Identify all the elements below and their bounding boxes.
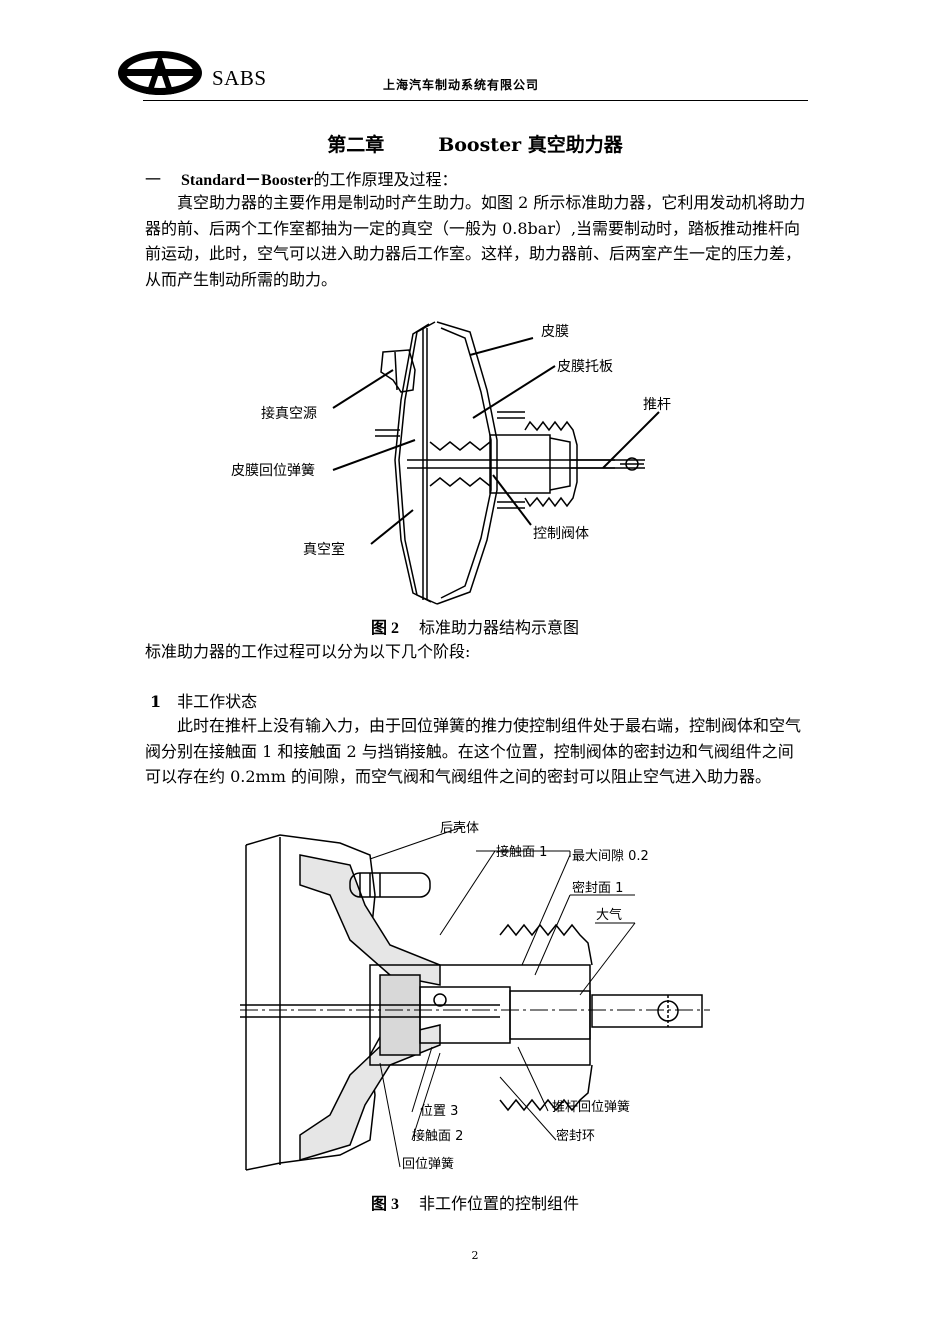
label-control-valve-body: 控制阀体 — [533, 526, 589, 542]
figure2-caption: 图 2 标准助力器结构示意图 — [0, 614, 950, 638]
section-title: 一 Standard－Booster的工作原理及过程： — [145, 166, 458, 190]
section-index: 一 — [145, 170, 162, 189]
stage1-number: 1 — [150, 692, 162, 711]
figure3-number: 图 3 — [370, 1196, 399, 1213]
label-max-gap: 最大间隙 0.2 — [572, 849, 649, 864]
section-title-rest: 的工作原理及过程： — [313, 170, 458, 189]
label-pushrod: 推杆 — [643, 397, 671, 413]
label-diaphragm: 皮膜 — [541, 324, 569, 340]
label-position-3: 位置 3 — [420, 1104, 458, 1119]
figure2-number: 图 2 — [370, 620, 399, 637]
figure3-title: 非工作位置的控制组件 — [419, 1194, 580, 1213]
label-rear-shell: 后壳体 — [440, 821, 479, 836]
label-pushrod-return-spring: 推杆回位弹簧 — [552, 1099, 630, 1115]
company-name: 上海汽车制动系统有限公司 — [383, 78, 540, 92]
chapter-number: 第二章 — [327, 134, 385, 156]
figure2-title: 标准助力器结构示意图 — [419, 618, 580, 637]
stages-intro: 标准助力器的工作过程可以分为以下几个阶段: — [145, 642, 471, 661]
label-seal-ring: 密封环 — [556, 1128, 595, 1144]
label-contact-surface-1: 接触面 1 — [496, 844, 547, 860]
chapter-title: 第二章 Booster 真空助力器 — [0, 130, 950, 157]
company-logo — [118, 51, 202, 95]
label-contact-surface-2: 接触面 2 — [412, 1128, 463, 1144]
chapter-heading: Booster 真空助力器 — [438, 134, 623, 156]
section-term: Standard－Booster — [181, 172, 314, 189]
control-assembly-diagram: 后壳体 接触面 1 最大间隙 0.2 密封面 1 大气 位置 3 推杆回位弹簧 … — [240, 821, 710, 1172]
label-return-spring-3: 回位弹簧 — [402, 1156, 454, 1172]
stage1-paragraph: 此时在推杆上没有输入力，由于回位弹簧的推力使控制组件处于最右端，控制阀体和空气阀… — [145, 716, 802, 786]
figure3-caption: 图 3 非工作位置的控制组件 — [0, 1190, 950, 1214]
stage1-title: 非工作状态 — [177, 692, 258, 711]
label-vacuum-chamber: 真空室 — [303, 541, 345, 558]
header-rule — [143, 100, 808, 101]
booster-structure-diagram: 皮膜 皮膜托板 推杆 接真空源 皮膜回位弹簧 控制阀体 真空室 — [231, 321, 671, 605]
brand-name: SABS — [212, 66, 267, 90]
label-seal-surface-1: 密封面 1 — [572, 880, 623, 896]
intro-paragraph: 真空助力器的主要作用是制动时产生助力。如图 2 所示标准助力器，它利用发动机将助… — [145, 193, 806, 289]
stage1-heading: 1 非工作状态 — [150, 688, 257, 712]
label-return-spring: 皮膜回位弹簧 — [231, 463, 315, 479]
label-atmosphere: 大气 — [596, 907, 622, 923]
label-vacuum-source: 接真空源 — [261, 405, 317, 422]
label-diaphragm-plate: 皮膜托板 — [557, 359, 613, 375]
page-number: 2 — [471, 1249, 479, 1262]
